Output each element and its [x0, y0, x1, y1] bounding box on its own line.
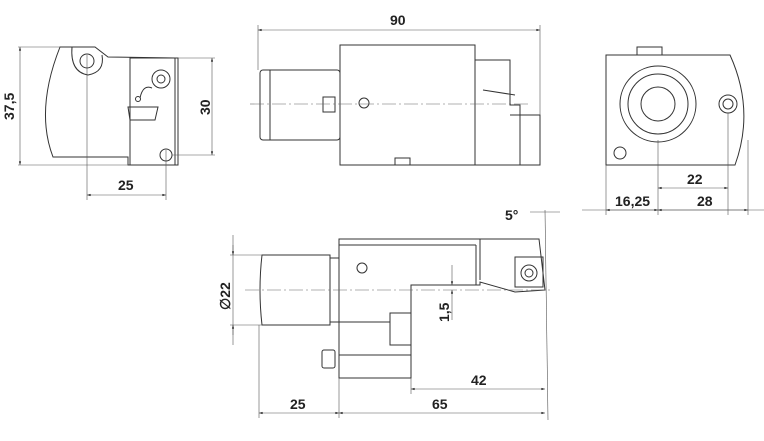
dim-length-90: 90 [390, 12, 406, 28]
dim-hole-spacing-25: 25 [118, 177, 134, 193]
dim-height-37-5: 37,5 [1, 93, 17, 120]
dim-width-28: 28 [697, 193, 713, 209]
dim-offset-16-25: 16,25 [615, 193, 650, 209]
top-view [250, 25, 541, 166]
side-view-left [18, 46, 215, 200]
bottom-view [230, 209, 560, 421]
end-view-right [582, 46, 764, 215]
dim-angle-5: 5° [505, 207, 518, 223]
dim-offset-22: 22 [687, 171, 703, 187]
dim-offset-1-5: 1,5 [436, 302, 452, 322]
dim-shank-length-25: 25 [290, 396, 306, 412]
dim-body-length-65: 65 [432, 396, 448, 412]
dim-insert-length-42: 42 [471, 372, 487, 388]
dim-height-30: 30 [197, 99, 213, 115]
dim-diameter-22: ∅22 [217, 282, 233, 310]
